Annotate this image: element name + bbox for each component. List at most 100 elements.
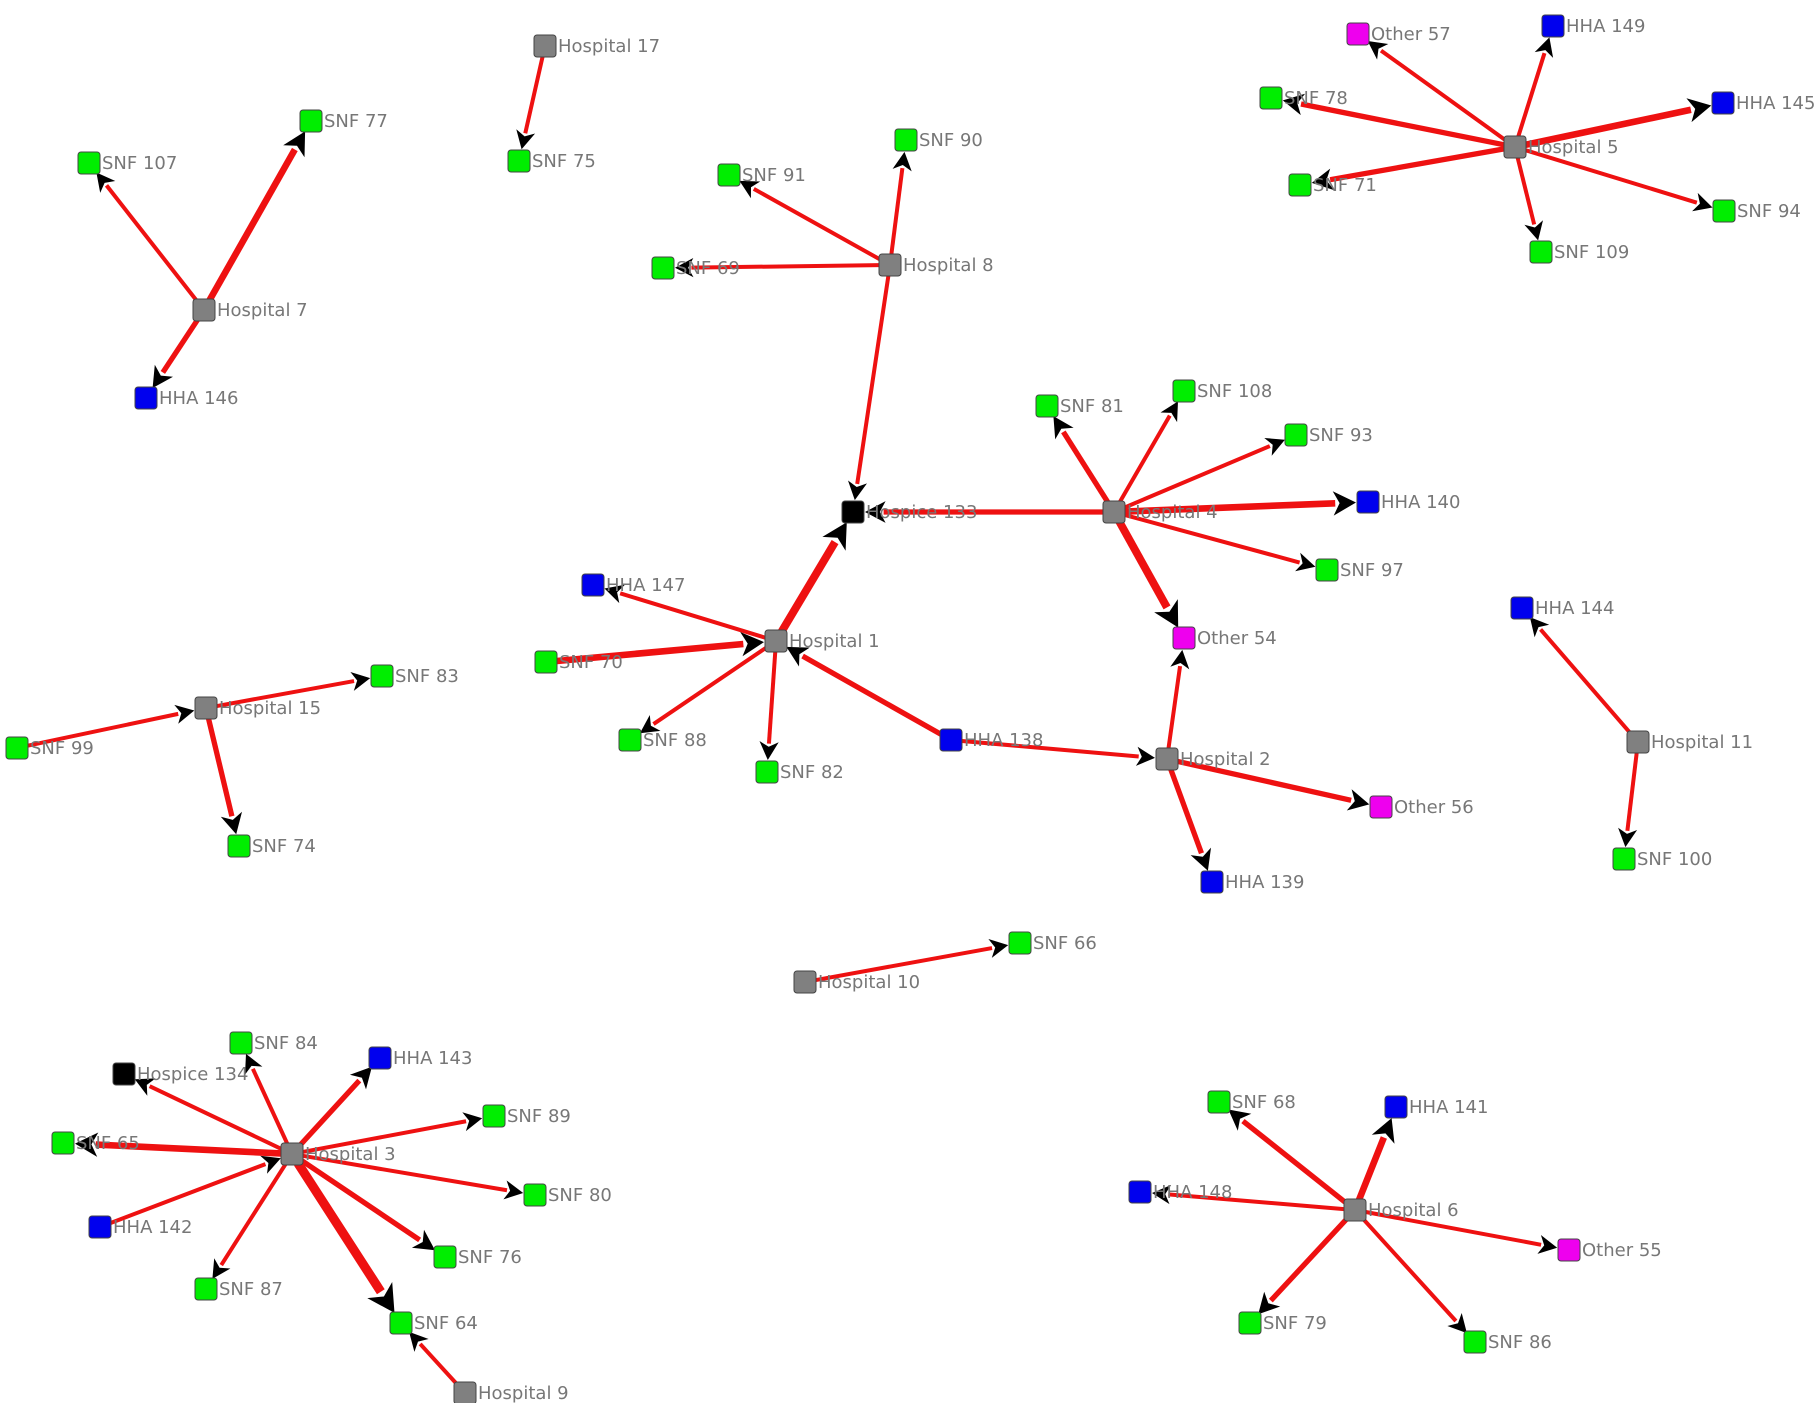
node-other-marker[interactable] [1369,795,1393,819]
node-snf-marker[interactable] [194,1277,218,1301]
node-hospital-2[interactable]: Hospital 2 [1155,747,1271,771]
node-other-marker[interactable] [1346,22,1370,46]
node-snf-100[interactable]: SNF 100 [1612,847,1712,871]
node-snf-74[interactable]: SNF 74 [227,834,316,858]
node-snf-marker[interactable] [227,834,251,858]
node-snf-90[interactable]: SNF 90 [894,128,983,152]
node-other-57[interactable]: Other 57 [1346,22,1451,46]
node-snf-77[interactable]: SNF 77 [299,109,388,133]
node-snf-marker[interactable] [77,151,101,175]
node-hospital-9[interactable]: Hospital 9 [453,1381,569,1403]
node-snf-marker[interactable] [534,650,558,674]
node-hha-142[interactable]: HHA 142 [88,1215,192,1239]
node-snf-marker[interactable] [523,1183,547,1207]
node-snf-marker[interactable] [482,1104,506,1128]
node-snf-marker[interactable] [1288,173,1312,197]
node-snf-88[interactable]: SNF 88 [618,728,707,752]
node-snf-68[interactable]: SNF 68 [1207,1090,1296,1114]
node-hha-marker[interactable] [1711,91,1735,115]
node-hospice-marker[interactable] [841,500,865,524]
node-snf-marker[interactable] [1712,199,1736,223]
node-snf-marker[interactable] [389,1311,413,1335]
node-hha-marker[interactable] [1384,1095,1408,1119]
node-hha-143[interactable]: HHA 143 [368,1046,472,1070]
node-snf-65[interactable]: SNF 65 [51,1131,140,1155]
node-snf-marker[interactable] [1035,394,1059,418]
node-hospital-marker[interactable] [1503,135,1527,159]
node-snf-marker[interactable] [1172,379,1196,403]
node-hha-145[interactable]: HHA 145 [1711,91,1815,115]
node-hospice-marker[interactable] [112,1062,136,1086]
node-snf-marker[interactable] [299,109,323,133]
node-hospital-marker[interactable] [194,696,218,720]
node-snf-109[interactable]: SNF 109 [1529,240,1629,264]
node-hha-146[interactable]: HHA 146 [134,386,238,410]
node-hha-149[interactable]: HHA 149 [1541,14,1645,38]
node-hospital-8[interactable]: Hospital 8 [878,253,994,277]
node-snf-81[interactable]: SNF 81 [1035,394,1124,418]
node-hha-marker[interactable] [1510,596,1534,620]
node-snf-marker[interactable] [1284,423,1308,447]
node-snf-84[interactable]: SNF 84 [229,1031,318,1055]
node-snf-marker[interactable] [229,1031,253,1055]
node-hospital-marker[interactable] [453,1381,477,1403]
node-hospital-3[interactable]: Hospital 3 [280,1142,396,1166]
node-snf-marker[interactable] [651,256,675,280]
node-hospital-7[interactable]: Hospital 7 [192,298,308,322]
node-snf-79[interactable]: SNF 79 [1238,1311,1327,1335]
node-hha-140[interactable]: HHA 140 [1356,490,1460,514]
node-snf-75[interactable]: SNF 75 [507,149,596,173]
node-snf-71[interactable]: SNF 71 [1288,173,1377,197]
node-hha-marker[interactable] [581,573,605,597]
node-snf-marker[interactable] [51,1131,75,1155]
node-snf-78[interactable]: SNF 78 [1259,86,1348,110]
node-hospital-marker[interactable] [280,1142,304,1166]
node-snf-70[interactable]: SNF 70 [534,650,623,674]
node-hospital-1[interactable]: Hospital 1 [764,629,880,653]
node-snf-marker[interactable] [1207,1090,1231,1114]
node-snf-marker[interactable] [1315,558,1339,582]
node-snf-marker[interactable] [618,728,642,752]
node-snf-76[interactable]: SNF 76 [433,1245,522,1269]
node-snf-94[interactable]: SNF 94 [1712,199,1801,223]
node-hospital-marker[interactable] [1102,500,1126,524]
node-other-54[interactable]: Other 54 [1172,626,1277,650]
node-snf-marker[interactable] [1612,847,1636,871]
node-hospital-6[interactable]: Hospital 6 [1343,1198,1459,1222]
node-snf-marker[interactable] [1008,931,1032,955]
node-hospital-17[interactable]: Hospital 17 [533,34,660,58]
node-hha-147[interactable]: HHA 147 [581,573,685,597]
node-hospital-15[interactable]: Hospital 15 [194,696,321,720]
node-hospital-10[interactable]: Hospital 10 [793,970,920,994]
node-snf-marker[interactable] [433,1245,457,1269]
node-snf-marker[interactable] [894,128,918,152]
node-snf-marker[interactable] [717,163,741,187]
node-hospital-marker[interactable] [192,298,216,322]
node-hha-144[interactable]: HHA 144 [1510,596,1614,620]
node-hha-marker[interactable] [1356,490,1380,514]
node-hha-marker[interactable] [368,1046,392,1070]
node-other-55[interactable]: Other 55 [1557,1238,1662,1262]
node-snf-89[interactable]: SNF 89 [482,1104,571,1128]
node-snf-marker[interactable] [1238,1311,1262,1335]
node-snf-107[interactable]: SNF 107 [77,151,177,175]
node-hospice-134[interactable]: Hospice 134 [112,1062,248,1086]
node-snf-marker[interactable] [1259,86,1283,110]
node-snf-marker[interactable] [1463,1330,1487,1354]
node-hha-marker[interactable] [88,1215,112,1239]
node-hospital-marker[interactable] [793,970,817,994]
node-hospital-marker[interactable] [764,629,788,653]
node-snf-97[interactable]: SNF 97 [1315,558,1404,582]
node-snf-64[interactable]: SNF 64 [389,1311,478,1335]
node-hha-marker[interactable] [1541,14,1565,38]
node-snf-marker[interactable] [755,760,779,784]
node-snf-69[interactable]: SNF 69 [651,256,740,280]
node-snf-marker[interactable] [507,149,531,173]
node-snf-marker[interactable] [5,736,29,760]
node-snf-91[interactable]: SNF 91 [717,163,806,187]
node-snf-marker[interactable] [1529,240,1553,264]
node-hha-marker[interactable] [134,386,158,410]
node-other-56[interactable]: Other 56 [1369,795,1474,819]
node-snf-99[interactable]: SNF 99 [5,736,94,760]
node-other-marker[interactable] [1172,626,1196,650]
